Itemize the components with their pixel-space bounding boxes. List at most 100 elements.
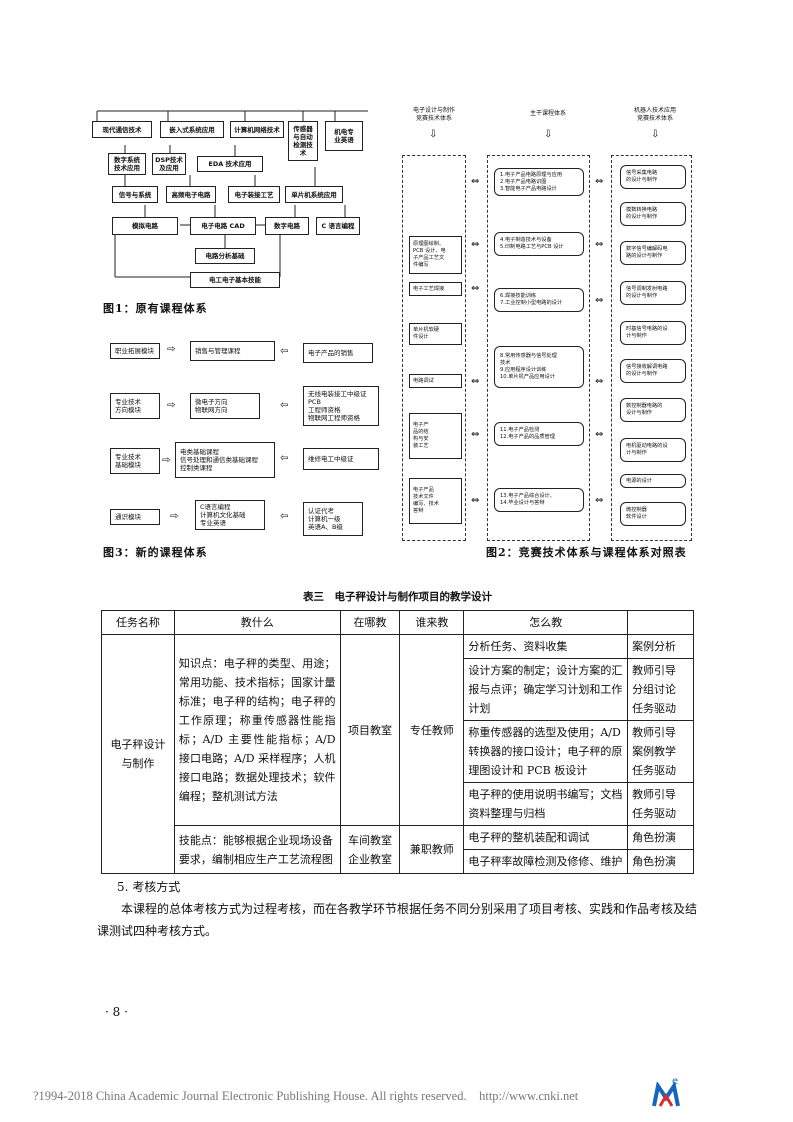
fig3-left-box: 专业技术 方向模块 <box>110 393 160 419</box>
fig2-mid-item: 1.电子产品电路原理与应用 2.电子产品电路识图 3.智能电子产品电路设计 <box>494 168 584 196</box>
who-cell-1: 专任教师 <box>399 634 465 826</box>
fig3-mid-box: 微电子方向 物联网方向 <box>190 393 260 419</box>
fig3-left-box: 职业拓展模块 <box>110 343 160 359</box>
fig2-both-arrow-icon: ⇔ <box>595 429 604 440</box>
section-5-body: 本课程的总体考核方式为过程考核，而在各教学环节根据任务不同分别采用了项目考核、实… <box>97 902 698 938</box>
fig2-mid-item: 6.焊接技能训练 7.工业控制小型电路的设计 <box>494 288 584 312</box>
fig2-both-arrow-icon: ⇔ <box>471 239 480 250</box>
how-method: 角色扮演 <box>627 849 694 874</box>
fig2-mid-column <box>487 155 590 541</box>
where-cell-1: 项目教室 <box>339 634 401 826</box>
fig1-box-dsp: DSP技术 及应用 <box>152 153 186 175</box>
logo-letter: e <box>672 1076 679 1087</box>
table-row: 电子秤设计 与制作 知识点：电子秤的类型、用途；常用功能、技术指标；国家计量标准… <box>101 634 694 874</box>
fig3-right-box: 电子产品的销售 <box>303 343 373 363</box>
figure-2-caption: 图2：竞赛技术体系与课程体系对照表 <box>486 546 687 559</box>
skill-cell: 技能点：能够根据企业现场设备要求，编制相应生产工艺流程图 <box>173 825 341 874</box>
table-row: 电子秤的使用说明书编写；文档资料整理与归档 教师引导 任务驱动 <box>102 782 694 826</box>
how-content: 设计方案的制定；设计方案的汇报与点评；确定学习计划和工作计划 <box>463 658 629 721</box>
fig2-left-column <box>402 155 466 541</box>
fig3-right-box: 认证代考 计算机一级 英语A、B级 <box>303 502 363 536</box>
fig2-mid-item: 13.电子产品综合设计、 14.毕业设计与答辩 <box>494 488 584 512</box>
header-task: 任务名称 <box>101 610 175 635</box>
fig2-left-item: 电子产 品的结 构与安 装工艺 <box>409 413 462 459</box>
header-how: 怎么教 <box>463 610 629 635</box>
header-empty <box>627 610 694 635</box>
cnki-logo-icon: e <box>652 1076 680 1108</box>
fig3-left-box: 专业技术 基础模块 <box>110 448 160 474</box>
page-number: · 8 · <box>105 1005 128 1019</box>
fig2-mid-item: 8.常用传感器与信号处理 技术 9.应用程序设计训练 10.单片机产品应用设计 <box>494 346 584 388</box>
fig2-down-arrow-icon: ⇩ <box>544 129 553 140</box>
fig3-right-arrow-icon: ⇨ <box>167 344 176 355</box>
fig3-mid-box: 电类基础课程 信号处理和通信类基础课程 控制类课程 <box>175 442 275 478</box>
fig2-mid-heading: 主干课程体系 <box>529 110 566 117</box>
header-what: 教什么 <box>173 610 341 635</box>
fig1-box-c-lang: C 语言编程 <box>316 217 360 235</box>
fig3-left-box: 通识模块 <box>110 509 160 525</box>
fig2-left-heading: 电子设计与制作 竞赛技术体系 <box>412 107 455 122</box>
fig1-box-assembly: 电子装接工艺 <box>228 186 280 203</box>
section-5-heading: 5. 考核方式 <box>117 880 181 894</box>
fig2-right-item: 微控制器 软件设计 <box>620 502 686 526</box>
fig2-left-item: 电路调试 <box>409 374 462 388</box>
how-content: 电子秤的使用说明书编写；文档资料整理与归档 <box>463 782 629 826</box>
fig1-box-signals: 信号与系统 <box>112 186 158 203</box>
fig2-mid-item: 4.电子制造技术与设备 5.印制电路工艺与PCB 设计 <box>494 232 584 256</box>
header-where: 在哪教 <box>339 610 401 635</box>
fig2-right-heading: 机器人技术应用 竞赛技术体系 <box>633 107 676 122</box>
table-3-title: 表三 电子秤设计与制作项目的教学设计 <box>303 591 492 603</box>
table-3: 任务名称 教什么 在哪教 谁来教 怎么教 电子秤设计 与制作 知识点：电子秤的类… <box>101 610 694 874</box>
fig2-right-item: 时基信号电路的设 计与制作 <box>620 321 686 345</box>
fig3-right-box: 无线电装接工中级证PCB 工程师资格 物联网工程师资格 <box>303 386 379 426</box>
where-cell-2: 车间教室 企业教室 <box>339 825 401 874</box>
fig3-right-box: 维修电工中级证 <box>303 448 379 470</box>
table-row: 技能点：能够根据企业现场设备要求，编制相应生产工艺流程图 车间教室 企业教室 兼… <box>102 825 694 874</box>
fig1-box-digital: 数字电路 <box>265 217 309 235</box>
fig3-left-arrow-icon: ⇦ <box>280 400 289 411</box>
fig2-left-item: 原理图绘制、 PCB 设计、电 子产品工艺文 件编写 <box>409 236 462 274</box>
fig1-box-network: 计算机网络技术 <box>230 121 284 138</box>
fig2-right-item: 信号采集电路 的设计与制作 <box>620 165 686 189</box>
how-content: 称重传感器的选型及使用；A/D 转换器的接口设计；电子秤的原理图设计和 PCB … <box>463 720 629 783</box>
fig3-right-arrow-icon: ⇨ <box>167 400 176 411</box>
fig2-both-arrow-icon: ⇔ <box>471 429 480 440</box>
fig2-both-arrow-icon: ⇔ <box>595 239 604 250</box>
fig2-both-arrow-icon: ⇔ <box>595 376 604 387</box>
how-content: 电子秤的整机装配和调试 <box>463 825 629 850</box>
fig3-right-arrow-icon: ⇨ <box>162 455 171 466</box>
fig2-both-arrow-icon: ⇔ <box>471 176 480 187</box>
fig1-box-eda: EDA 技术应用 <box>197 156 263 172</box>
fig2-right-column <box>611 155 692 541</box>
task-name-cell: 电子秤设计 与制作 <box>101 634 175 874</box>
fig2-right-item: 数字信号编解码电 路的设计与制作 <box>620 241 686 265</box>
fig2-both-arrow-icon: ⇔ <box>595 495 604 506</box>
fig2-mid-item: 11.电子产品检测 12.电子产品的品质管理 <box>494 422 584 446</box>
fig2-right-item: 数控制器电路的 设计与制作 <box>620 398 686 422</box>
who-cell-2: 兼职教师 <box>399 825 465 874</box>
fig1-box-english: 机电专 业英语 <box>325 121 363 151</box>
fig2-right-item: 信号调制发射电路 的设计与制作 <box>620 281 686 305</box>
fig3-mid-box: 销售与管理课程 <box>190 341 275 361</box>
fig3-left-arrow-icon: ⇦ <box>280 511 289 522</box>
table-header-row: 任务名称 教什么 在哪教 谁来教 怎么教 <box>101 610 694 635</box>
fig1-box-mcu: 单片机系统应用 <box>285 186 343 203</box>
figure-1-connectors <box>96 110 368 278</box>
figure-1-caption: 图1：原有课程体系 <box>103 302 208 315</box>
fig3-right-arrow-icon: ⇨ <box>170 511 179 522</box>
copyright-footer: ?1994-2018 China Academic Journal Electr… <box>33 1089 579 1103</box>
fig2-left-item: 单片机软硬 件设计 <box>409 323 462 345</box>
fig2-both-arrow-icon: ⇔ <box>595 295 604 306</box>
fig2-both-arrow-icon: ⇔ <box>471 283 480 294</box>
fig2-right-item: 模数转换电路 的设计与制作 <box>620 202 686 226</box>
how-method: 教师引导 分组讨论 任务驱动 <box>627 658 694 721</box>
fig2-both-arrow-icon: ⇔ <box>471 495 480 506</box>
table-row: 称重传感器的选型及使用；A/D 转换器的接口设计；电子秤的原理图设计和 PCB … <box>102 720 694 783</box>
how-method: 角色扮演 <box>627 825 694 850</box>
figure-3-caption: 图3：新的课程体系 <box>103 546 208 559</box>
how-content: 电子秤率故障检测及修修、维护 <box>463 849 629 874</box>
fig1-box-sensor: 传感器 与自动 检测技 术 <box>288 121 318 161</box>
fig3-mid-box: C语言编程 计算机文化基础 专业英语 <box>195 500 265 530</box>
fig2-down-arrow-icon: ⇩ <box>651 129 660 140</box>
fig3-left-arrow-icon: ⇦ <box>280 453 289 464</box>
